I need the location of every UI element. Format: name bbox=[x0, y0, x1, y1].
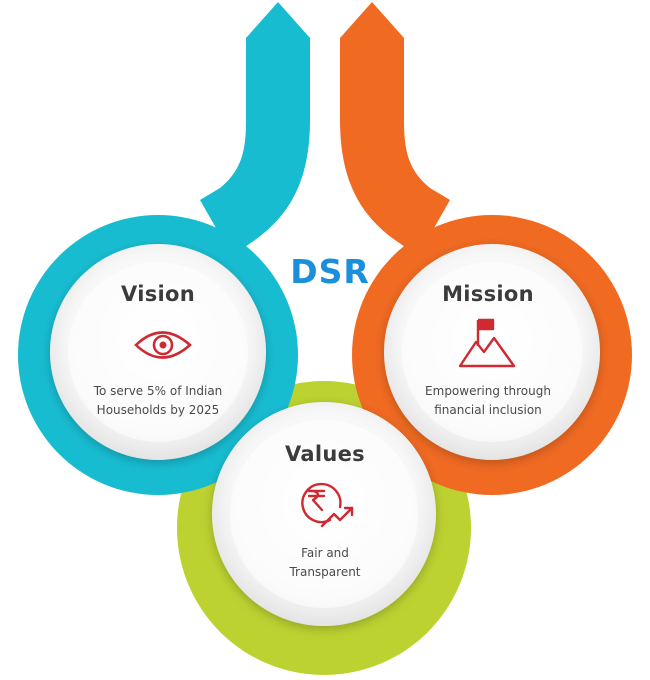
vision-text-line2: Households by 2025 bbox=[96, 403, 220, 417]
rupee-growth-icon bbox=[301, 482, 354, 528]
mission-disc-inner bbox=[402, 262, 582, 442]
mission-band bbox=[340, 2, 450, 256]
mountain-flag-icon bbox=[458, 318, 516, 368]
vision-text-line1: To serve 5% of Indian bbox=[93, 384, 223, 398]
vision-title: Vision bbox=[121, 282, 195, 306]
values-text: Fair and Transparent bbox=[245, 544, 405, 582]
mission-text: Empowering through financial inclusion bbox=[408, 382, 568, 420]
mission-text-line1: Empowering through bbox=[425, 384, 551, 398]
values-text-line1: Fair and bbox=[301, 546, 349, 560]
values-disc-inner bbox=[230, 420, 418, 608]
values-title: Values bbox=[285, 442, 365, 466]
values-text-line2: Transparent bbox=[289, 565, 361, 579]
vision-band bbox=[200, 2, 310, 256]
vision-text: To serve 5% of Indian Households by 2025 bbox=[78, 382, 238, 420]
mission-text-line2: financial inclusion bbox=[434, 403, 542, 417]
mission-title: Mission bbox=[442, 282, 534, 306]
eye-icon bbox=[134, 331, 192, 359]
center-title: DSR bbox=[290, 252, 370, 291]
